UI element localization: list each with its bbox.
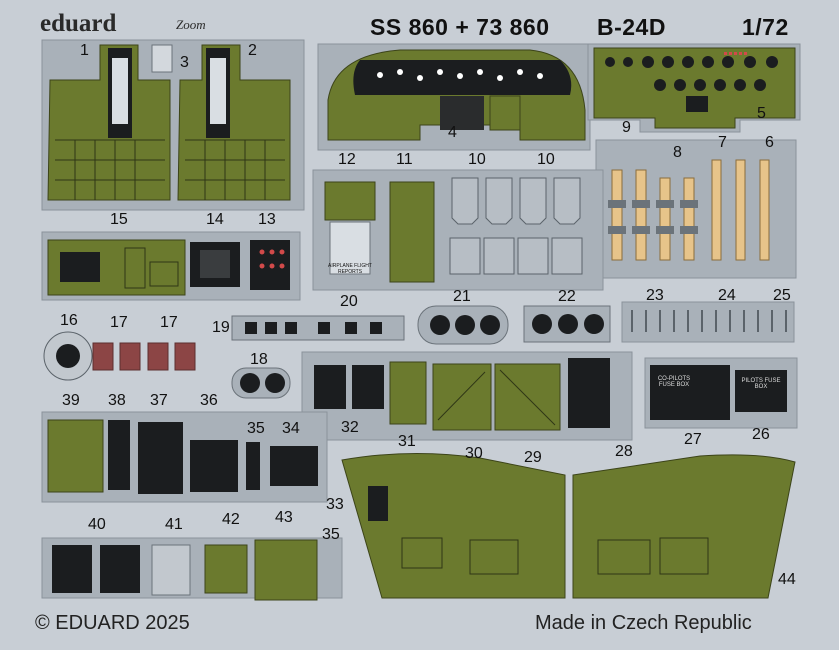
fret-pins <box>621 301 795 343</box>
part-number: 17 <box>160 314 178 331</box>
part-40b <box>100 545 140 593</box>
part-number: 24 <box>718 287 736 304</box>
part-number: 44 <box>778 571 796 588</box>
part-14 <box>190 242 240 287</box>
part-number: 11 <box>396 151 413 168</box>
part-number: 5 <box>757 105 766 122</box>
part-30 <box>432 363 492 431</box>
part-number: 10 <box>537 151 555 168</box>
instrument-panel <box>327 49 586 141</box>
pins <box>631 310 787 332</box>
part-number: 34 <box>282 420 300 437</box>
floor-left <box>341 452 566 599</box>
part-37 <box>138 422 183 494</box>
part-40a <box>52 545 92 593</box>
part-number: 21 <box>453 288 471 305</box>
part-number: 7 <box>718 134 727 151</box>
part-number: 35 <box>247 420 265 437</box>
airplane-flight-reports-label: AIRPLANE FLIGHT REPORTS <box>328 263 372 275</box>
brand-logo: eduard <box>40 10 117 37</box>
part-number: 14 <box>206 211 224 228</box>
part-number: 36 <box>200 392 218 409</box>
part-31 <box>389 361 427 425</box>
part-21 <box>417 305 509 345</box>
part-number: 15 <box>110 211 128 228</box>
part-number: 41 <box>165 516 183 533</box>
part-35 <box>246 442 260 490</box>
part-32a <box>314 365 346 409</box>
part-11 <box>389 181 435 283</box>
origin-label: Made in Czech Republic <box>535 612 752 634</box>
part-18 <box>231 367 291 399</box>
part-number: 19 <box>212 319 230 336</box>
part-number: 27 <box>684 431 702 448</box>
seat-back-right <box>177 44 291 201</box>
part-34 <box>270 446 318 486</box>
zoom-mark: Zoom <box>176 17 206 32</box>
part-number: 43 <box>275 509 293 526</box>
part-26 <box>735 370 787 412</box>
co-pilots-fuse-box-label: CO-PILOTS FUSE BOX <box>657 376 691 388</box>
part-32b <box>352 365 384 409</box>
part-number: 33 <box>326 496 344 513</box>
part-number: 1 <box>80 42 89 59</box>
aircraft-title: B-24D <box>597 14 666 40</box>
red-lenses <box>92 342 196 371</box>
part-number: 35 <box>322 526 340 543</box>
panel-15 <box>47 239 186 296</box>
part-number: 26 <box>752 426 770 443</box>
seat-back-left <box>47 44 171 201</box>
part-number: 13 <box>258 211 276 228</box>
part-number: 39 <box>62 392 80 409</box>
part-number: 16 <box>60 312 78 329</box>
part-13 <box>250 240 290 290</box>
upper-panel <box>593 47 796 129</box>
part-39 <box>47 419 104 493</box>
part-36 <box>190 440 238 492</box>
part-number: 18 <box>250 351 268 368</box>
part-number: 9 <box>622 119 631 136</box>
part-number: 20 <box>340 293 358 310</box>
part-number: 42 <box>222 511 240 528</box>
part-41 <box>151 544 191 596</box>
part-number: 17 <box>110 314 128 331</box>
part-number: 31 <box>398 433 416 450</box>
part-number: 38 <box>108 392 126 409</box>
parts-19-20 <box>231 315 405 341</box>
part-number: 6 <box>765 134 774 151</box>
part-number: 32 <box>341 419 359 436</box>
seat-belts <box>611 159 770 261</box>
part-number: 29 <box>524 449 542 466</box>
part-28 <box>568 358 610 428</box>
part-number: 12 <box>338 151 356 168</box>
scale-label: 1/72 <box>742 14 789 40</box>
part-42 <box>204 544 248 594</box>
part-38 <box>108 420 130 490</box>
part-number: 22 <box>558 288 576 305</box>
part-number: 8 <box>673 144 682 161</box>
copyright: © EDUARD 2025 <box>35 612 190 634</box>
part-43 <box>254 539 318 601</box>
part-number: 10 <box>468 151 486 168</box>
rudder-pedals <box>449 177 583 275</box>
part-22 <box>523 305 611 343</box>
part-number: 25 <box>773 287 791 304</box>
part-number: 23 <box>646 287 664 304</box>
part-number: 28 <box>615 443 633 460</box>
part-number: 4 <box>448 124 457 141</box>
part-number: 37 <box>150 392 168 409</box>
set-code: SS 860 + 73 860 <box>370 14 550 40</box>
part-number: 2 <box>248 42 257 59</box>
part-number: 3 <box>180 54 189 71</box>
part-number: 40 <box>88 516 106 533</box>
part-27 <box>650 365 730 420</box>
pilots-fuse-box-label: PILOTS FUSE BOX <box>741 378 781 390</box>
floor-right <box>572 454 796 599</box>
part-12 <box>324 181 376 221</box>
part-number: 30 <box>465 445 483 462</box>
